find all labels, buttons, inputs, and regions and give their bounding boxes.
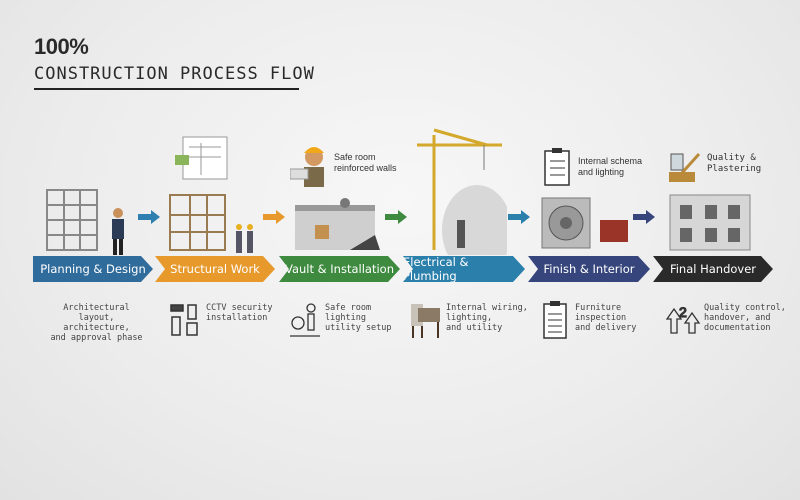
vault-door-illustration — [541, 197, 628, 249]
desc-line: and utility — [446, 323, 503, 333]
scaffold-illustration — [169, 194, 226, 251]
desc-line: Internal wiring, — [446, 303, 528, 313]
desc-line: lighting — [325, 313, 366, 323]
step-banner-vault: Vault & Installation — [279, 256, 400, 282]
desc-line: architecture, — [63, 323, 130, 333]
clipboard-icon — [543, 301, 567, 339]
step-banner-electrical: Electrical & Plumbing — [403, 256, 525, 282]
worker-helmet-illustration — [290, 147, 324, 187]
callout-line: reinforced walls — [334, 163, 397, 173]
step-banner-finish: Finish & Interior — [528, 256, 650, 282]
desc-line: CCTV security — [206, 303, 273, 313]
svg-text:2: 2 — [679, 304, 687, 320]
callout-line: Safe room — [334, 152, 376, 162]
flow-arrow-icon — [508, 210, 530, 224]
desc-line: Quality control, — [704, 303, 786, 313]
callout-line: Internal schema — [578, 156, 643, 166]
title-percent: 100% — [34, 34, 89, 59]
desc-line: and approval phase — [50, 333, 143, 343]
flow-arrow-icon — [138, 210, 160, 224]
building-frame-illustration — [46, 189, 98, 251]
desc-line: Furniture — [575, 303, 622, 313]
desc-line: Architectural layout, — [63, 303, 130, 323]
vault-room-illustration — [295, 198, 380, 250]
step-description: Internal wiring,lighting,and utility — [446, 303, 528, 333]
finished-building-illustration — [669, 194, 751, 251]
clipboard-schema-icon — [544, 148, 570, 186]
step-description: Architectural layout,architecture,and ap… — [44, 303, 149, 343]
desc-line: handover, and — [704, 313, 771, 323]
workers-illustration — [236, 224, 253, 253]
desc-line: documentation — [704, 323, 771, 333]
step-banner-handover: Final Handover — [653, 256, 773, 282]
desc-line: installation — [206, 313, 268, 323]
plastering-tools-icon — [669, 152, 701, 182]
callout-quality: Quality &Plastering — [707, 153, 761, 175]
chair-icon — [411, 304, 440, 338]
title-underline — [34, 88, 299, 90]
architect-person-illustration — [112, 208, 124, 255]
flow-arrow-icon — [385, 210, 407, 224]
cctv-icon — [170, 304, 198, 336]
step-banner-structural: Structural Work — [155, 256, 275, 282]
desc-line: inspection — [575, 313, 627, 323]
flow-arrow-icon — [633, 210, 655, 224]
step-banner-planning: Planning & Design — [33, 256, 153, 282]
desc-line: lighting, — [446, 313, 493, 323]
blueprint-illustration — [175, 136, 228, 180]
flow-arrow-icon — [263, 210, 285, 224]
tower-crane-illustration — [417, 128, 507, 255]
callout-line: Plastering — [707, 164, 762, 174]
recycle-arrows-icon: 2 — [665, 303, 701, 334]
desc-line: and delivery — [575, 323, 637, 333]
safe-icon — [290, 303, 320, 337]
callout-line: Quality & — [707, 153, 756, 163]
desc-line: Safe room — [325, 303, 372, 313]
callout-line: and lighting — [578, 167, 625, 177]
desc-line: utility setup — [325, 323, 392, 333]
page-title: CONSTRUCTION PROCESS FLOW — [34, 64, 315, 84]
